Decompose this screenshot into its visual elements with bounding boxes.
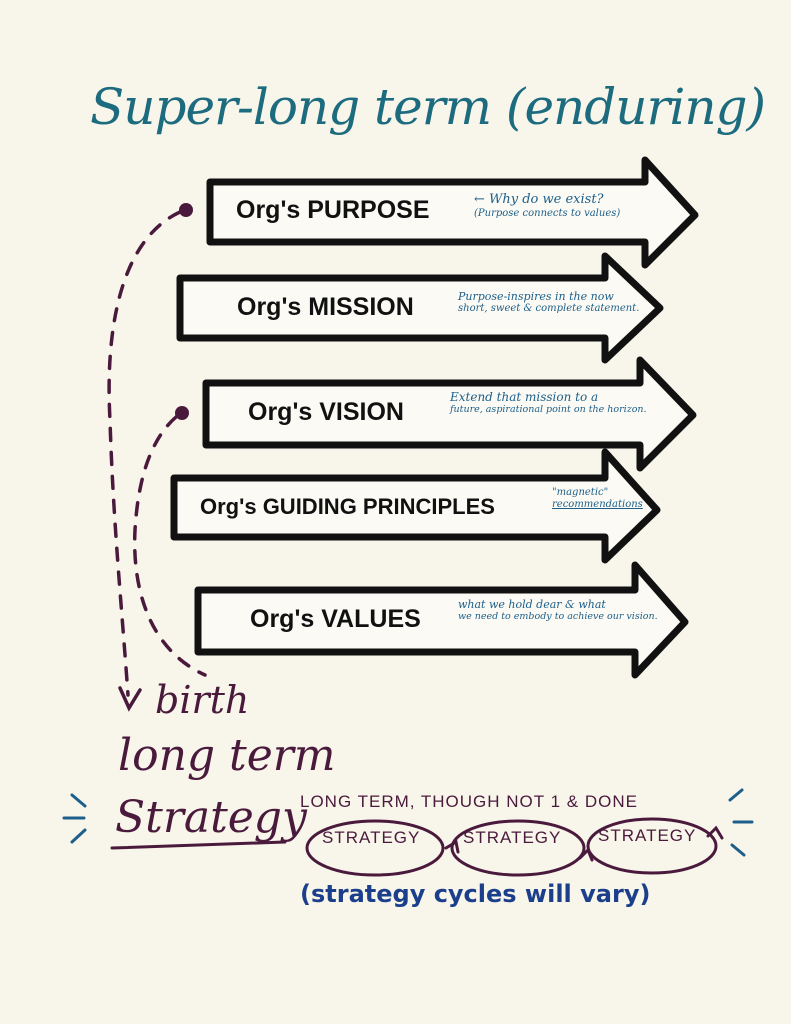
connector-dashed-outer (107, 210, 182, 697)
strategy-underline (110, 840, 287, 850)
cycle-loop-3 (586, 817, 718, 875)
arrow-vision-note: Extend that mission to a future, aspirat… (450, 390, 647, 416)
arrow-vision (202, 356, 697, 472)
cycle-arrowhead-2 (578, 847, 594, 862)
long-term-label: long term (118, 730, 336, 781)
cycle-label-1: STRATEGY (322, 828, 421, 847)
emphasis-marks-right (728, 788, 754, 857)
arrow-values-note: what we hold dear & what we need to embo… (458, 598, 658, 623)
arrow-purpose-label: Org's PURPOSE (236, 196, 430, 224)
arrow-mission (176, 252, 664, 364)
arrow-values-label: Org's VALUES (250, 605, 421, 633)
arrow-vision-note-line-2: future, aspirational point on the horizo… (450, 404, 647, 416)
strategy-label: Strategy (115, 792, 307, 843)
arrow-purpose-note-line-2: (Purpose connects to values) (474, 207, 621, 219)
arrow-values (194, 561, 689, 679)
birth-label: birth (155, 678, 250, 722)
arrow-guiding-principles-note-line-2: recommendations (552, 499, 643, 510)
long-term-caps-note: LONG TERM, THOUGH NOT 1 & DONE (300, 792, 638, 811)
arrow-guiding-principles-note: "magnetic" recommendations (552, 487, 643, 511)
cycle-label-3: STRATEGY (598, 826, 697, 845)
emphasis-marks-left (62, 793, 87, 844)
arrow-mission-note: Purpose-inspires in the now short, sweet… (458, 290, 639, 315)
cycle-loop-1 (305, 819, 445, 877)
arrow-guiding-principles (170, 448, 661, 564)
arrow-purpose-note: ← Why do we exist? (Purpose connects to … (474, 192, 620, 220)
connector-dot-top (179, 203, 193, 217)
strategy-cycles-caption: (strategy cycles will vary) (300, 880, 651, 908)
arrow-purpose (206, 156, 699, 269)
arrow-guiding-principles-note-line-1: "magnetic" (552, 487, 609, 498)
connector-dashed-inner (132, 415, 207, 677)
cycle-arrowhead-1 (444, 839, 460, 854)
cycle-arrowhead-3 (706, 825, 724, 840)
arrow-values-note-line-1: what we hold dear & what (458, 598, 606, 611)
arrow-vision-note-line-1: Extend that mission to a (450, 390, 599, 404)
arrow-values-note-line-2: we need to embody to achieve our vision. (458, 611, 658, 623)
arrow-vision-label: Org's VISION (248, 398, 404, 426)
arrow-mission-label: Org's MISSION (237, 293, 414, 321)
connector-dot-vision (175, 406, 189, 420)
arrow-mission-note-line-2: short, sweet & complete statement. (458, 303, 640, 315)
arrow-guiding-principles-label: Org's GUIDING PRINCIPLES (200, 494, 495, 519)
arrow-purpose-note-line-1: ← Why do we exist? (474, 192, 604, 207)
cycle-loop-2 (450, 819, 586, 877)
page-title: Super-long term (enduring) (90, 78, 766, 136)
cycle-label-2: STRATEGY (463, 828, 562, 847)
arrow-mission-note-line-1: Purpose-inspires in the now (458, 290, 614, 303)
connector-arrowhead (118, 686, 142, 712)
